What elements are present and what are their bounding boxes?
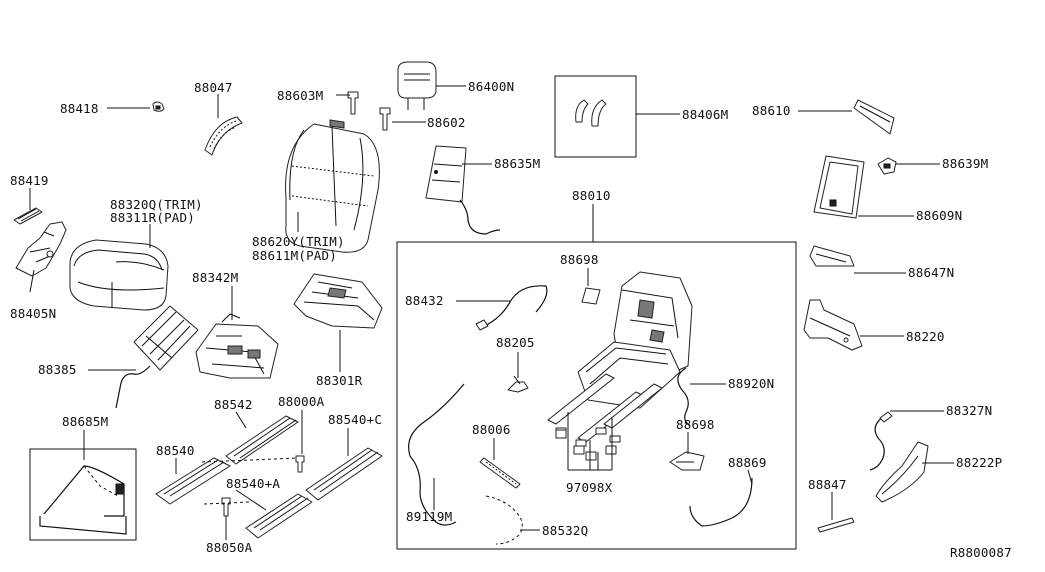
label-88222p: 88222P [956,455,1002,470]
label-88010: 88010 [572,188,611,203]
label-88603m: 88603M [277,88,323,103]
part-88639m-latch [877,157,897,175]
leader-88540a [235,489,267,511]
part-97098x-clips [555,429,617,461]
part-88869-wire [689,477,753,527]
inset-box-88685m [29,448,137,541]
part-88647n-board [809,245,855,267]
label-88532q: 88532Q [542,523,588,538]
bolt-guide-line-1 [201,457,299,463]
part-88540a-rail [245,493,313,539]
label-88920n: 88920N [728,376,774,391]
label-88006: 88006 [472,422,511,437]
label-88540a: 88540+A [226,476,280,491]
label-88647n: 88647N [908,265,954,280]
label-88405n: 88405N [10,306,56,321]
label-88540c: 88540+C [328,412,382,427]
part-88406m-clips [575,99,607,127]
part-88205-bracket [507,375,529,393]
label-88418: 88418 [60,101,99,116]
part-88000a-bolt [295,455,305,473]
label-88205: 88205 [496,335,535,350]
part-88920n-harness [677,367,691,427]
label-88320q: 88320Q(TRIM) [110,197,203,212]
label-88432: 88432 [405,293,444,308]
label-88419: 88419 [10,173,49,188]
part-88540c-rail [305,447,383,501]
part-88342m-seat-pan [195,313,279,379]
label-88301r: 88301R [316,373,363,388]
part-88602-guide [379,107,391,131]
diagram-id: R8800087 [950,545,1012,560]
part-88010-seat-frame-assembly [547,271,693,447]
part-88542-rail [225,415,299,465]
label-88406m: 88406M [682,107,728,122]
label-88000a: 88000A [278,394,325,409]
label-88311r: 88311R(PAD) [110,210,195,225]
label-88635m: 88635M [494,156,540,171]
label-88050a: 88050A [206,540,253,555]
part-89119m-cable [408,383,465,526]
leader-88405n [29,269,35,293]
label-88385: 88385 [38,362,77,377]
leader-88542 [235,411,247,429]
part-88327n-harness [869,411,893,471]
inset-box-88406m [554,75,637,158]
part-88603m-guide [347,91,359,115]
leader-88869 [747,469,753,485]
part-88609n-back-panel [813,155,865,219]
part-88301r-seat-frame [293,273,383,329]
part-88050a-bolt [221,497,231,517]
part-88432-wire [475,285,548,331]
part-86400n-headrest [397,61,437,110]
label-88685m: 88685M [62,414,108,429]
part-88006-rod [479,457,521,489]
label-88602: 88602 [427,115,466,130]
bolt-guide-line-2 [203,501,251,505]
part-88610-strip [853,99,895,135]
part-88418-clip [152,101,165,112]
part-88419-knob [13,207,43,225]
part-88698-bracket-lower [669,451,705,471]
label-88342m: 88342M [192,270,238,285]
label-88639m: 88639M [942,156,988,171]
part-88222p-cover [875,441,929,503]
part-88685m-heater [39,465,127,535]
inset-box-88010-assembly [396,241,797,550]
label-88869: 88869 [728,455,767,470]
label-89119m: 89119M [406,509,452,524]
label-88698a: 88698 [560,252,599,267]
label-88327n: 88327N [946,403,992,418]
label-88610: 88610 [752,103,791,118]
part-88847-pin [817,517,855,533]
part-88320q-seat-cushion [69,239,169,311]
part-88385-heater-pad [115,305,199,409]
label-88540: 88540 [156,443,195,458]
part-88405n-side-cover [15,221,67,277]
label-88047: 88047 [194,80,233,95]
part-88532q-cable [485,495,523,545]
part-88047-trim [204,116,243,156]
label-88542: 88542 [214,397,253,412]
part-88635m-back-board [425,145,501,235]
part-88698-clip-upper [581,287,601,305]
part-88620y-seat-back [285,119,380,253]
label-88220: 88220 [906,329,945,344]
part-88220-bracket [803,299,863,351]
label-88609n: 88609N [916,208,962,223]
label-86400n: 86400N [468,79,514,94]
label-97098x: 97098X [566,480,613,495]
leader-97098x [567,412,613,471]
label-88847: 88847 [808,477,847,492]
part-88540-rail [155,457,231,505]
label-88611m: 88611M(PAD) [252,248,337,263]
label-88620y: 88620Y(TRIM) [252,234,345,249]
label-88698b: 88698 [676,417,715,432]
